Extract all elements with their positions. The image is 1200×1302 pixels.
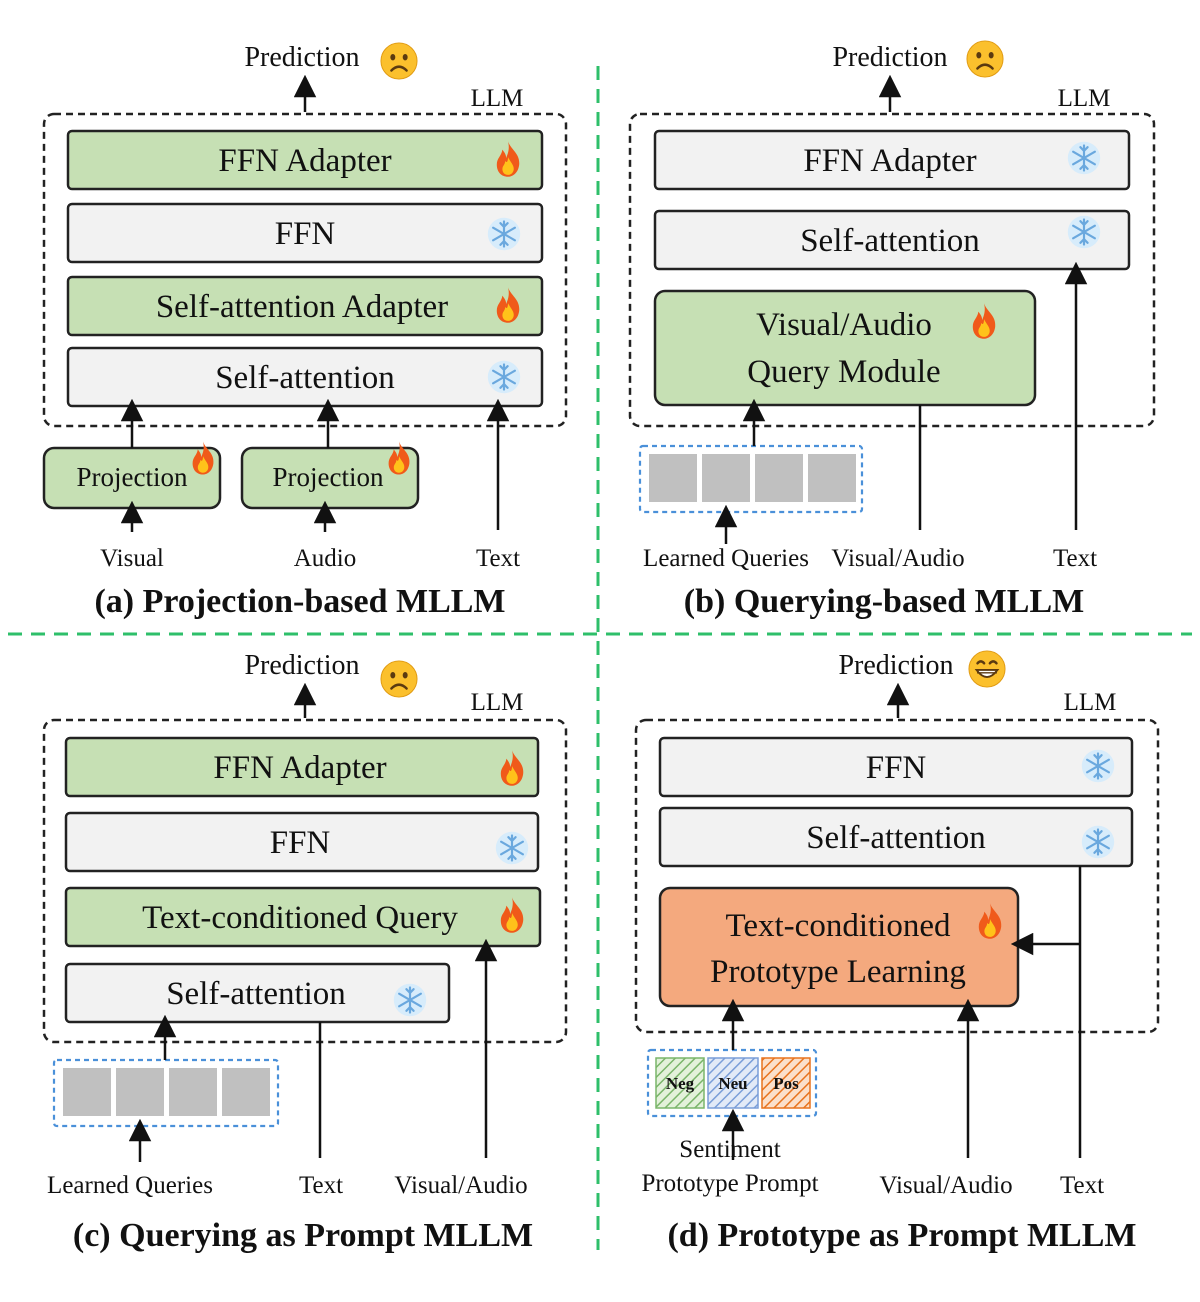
- pos-tag-label: Pos: [773, 1074, 799, 1093]
- query-token: [649, 454, 697, 502]
- query-token: [808, 454, 856, 502]
- self-attention-block: [658, 806, 1134, 868]
- panel-a: Prediction LLM FFN Adapter FFN Self-atte…: [42, 42, 568, 620]
- query-token: [702, 454, 750, 502]
- input-audio-label: Audio: [294, 545, 357, 572]
- panel-caption: (c) Querying as Prompt MLLM: [73, 1217, 533, 1254]
- prediction-label: Prediction: [838, 650, 953, 681]
- prototype-label-line1: Text-conditioned: [726, 908, 951, 944]
- ffn-adapter-block: [64, 736, 540, 798]
- ffn-label: FFN: [275, 216, 336, 252]
- text-conditioned-query-label: Text-conditioned Query: [142, 900, 458, 936]
- ffn-adapter-label: FFN Adapter: [218, 143, 391, 179]
- input-queries-label: Learned Queries: [643, 545, 809, 572]
- self-attention-block: [66, 346, 544, 408]
- llm-label: LLM: [471, 689, 524, 716]
- llm-label: LLM: [1064, 689, 1117, 716]
- panel-caption: (a) Projection-based MLLM: [94, 583, 505, 620]
- self-attention-block: [653, 209, 1131, 271]
- fire-icon: [388, 441, 410, 475]
- prediction-label: Prediction: [244, 42, 359, 73]
- input-visual-label: Visual: [100, 545, 164, 572]
- snowflake-icon: [1080, 824, 1116, 860]
- ffn-block: [658, 736, 1134, 798]
- prediction-label: Prediction: [832, 42, 947, 73]
- self-attention-adapter-label: Self-attention Adapter: [156, 289, 448, 325]
- input-text-label: Text: [476, 545, 520, 572]
- llm-label: LLM: [471, 85, 524, 112]
- grinning-face-icon: [968, 650, 1006, 688]
- panel-c: Prediction LLM FFN Adapter FFN Text-cond…: [42, 650, 568, 1254]
- neu-prototype-token: [707, 1057, 759, 1109]
- query-token: [169, 1068, 217, 1116]
- frowning-face-icon: [380, 660, 418, 698]
- ffn-label: FFN: [270, 825, 331, 861]
- self-attention-label: Self-attention: [166, 976, 346, 1012]
- llm-label: LLM: [1058, 85, 1111, 112]
- query-token: [116, 1068, 164, 1116]
- query-module-block: [653, 289, 1037, 407]
- snowflake-icon: [486, 359, 522, 395]
- self-attention-adapter-block: [66, 275, 544, 337]
- ffn-adapter-block: [66, 129, 544, 191]
- neu-tag-label: Neu: [718, 1074, 747, 1093]
- learned-queries-box: [638, 444, 864, 514]
- llm-container: [634, 718, 1160, 1034]
- ffn-block: [66, 202, 544, 264]
- query-token: [63, 1068, 111, 1116]
- snowflake-icon: [494, 830, 530, 866]
- text-conditioned-query-block: [64, 886, 542, 948]
- fire-icon: [192, 441, 214, 475]
- self-attention-label: Self-attention: [215, 360, 395, 396]
- prototype-label-line2: Prototype Learning: [710, 954, 966, 990]
- ffn-label: FFN: [866, 750, 927, 786]
- self-attention-label: Self-attention: [800, 223, 980, 259]
- query-module-label-line1: Visual/Audio: [756, 307, 932, 343]
- panel-caption: (d) Prototype as Prompt MLLM: [667, 1217, 1136, 1254]
- ffn-block: [64, 811, 540, 873]
- input-text-label: Text: [1060, 1172, 1104, 1199]
- neg-prototype-token: [655, 1057, 705, 1109]
- snowflake-icon: [392, 982, 428, 1018]
- ffn-adapter-label: FFN Adapter: [213, 750, 386, 786]
- snowflake-icon: [486, 216, 522, 252]
- query-token: [222, 1068, 270, 1116]
- query-module-label-line2: Query Module: [747, 354, 940, 390]
- projection-label: Projection: [77, 462, 188, 492]
- input-text-label: Text: [1053, 545, 1097, 572]
- neg-tag-label: Neg: [666, 1074, 695, 1093]
- input-text-label: Text: [299, 1172, 343, 1199]
- projection-label: Projection: [273, 462, 384, 492]
- input-queries-label: Learned Queries: [47, 1172, 213, 1199]
- input-visual-audio-label: Visual/Audio: [394, 1172, 527, 1199]
- panel-caption: (b) Querying-based MLLM: [684, 583, 1084, 620]
- prompt-label-line2: Prototype Prompt: [641, 1170, 818, 1197]
- frowning-face-icon: [380, 42, 418, 80]
- input-visual-audio-label: Visual/Audio: [879, 1172, 1012, 1199]
- llm-container: [42, 112, 568, 428]
- prompt-label-line1: Sentiment: [679, 1136, 780, 1163]
- ffn-adapter-block: [653, 129, 1131, 191]
- input-visual-audio-label: Visual/Audio: [831, 545, 964, 572]
- query-token: [755, 454, 803, 502]
- self-attention-block: [64, 962, 451, 1024]
- self-attention-label: Self-attention: [806, 820, 986, 856]
- panel-b: Prediction LLM FFN Adapter Self-attentio…: [628, 40, 1156, 620]
- snowflake-icon: [1080, 748, 1116, 784]
- llm-container: [42, 718, 568, 1044]
- frowning-face-icon: [966, 40, 1004, 78]
- snowflake-icon: [1066, 140, 1102, 176]
- pos-prototype-token: [761, 1057, 811, 1109]
- snowflake-icon: [1066, 214, 1102, 250]
- prediction-label: Prediction: [244, 650, 359, 681]
- panel-d: Prediction LLM FFN Self-attention Text-c…: [634, 650, 1160, 1254]
- ffn-adapter-label: FFN Adapter: [803, 143, 976, 179]
- llm-container: [628, 112, 1156, 428]
